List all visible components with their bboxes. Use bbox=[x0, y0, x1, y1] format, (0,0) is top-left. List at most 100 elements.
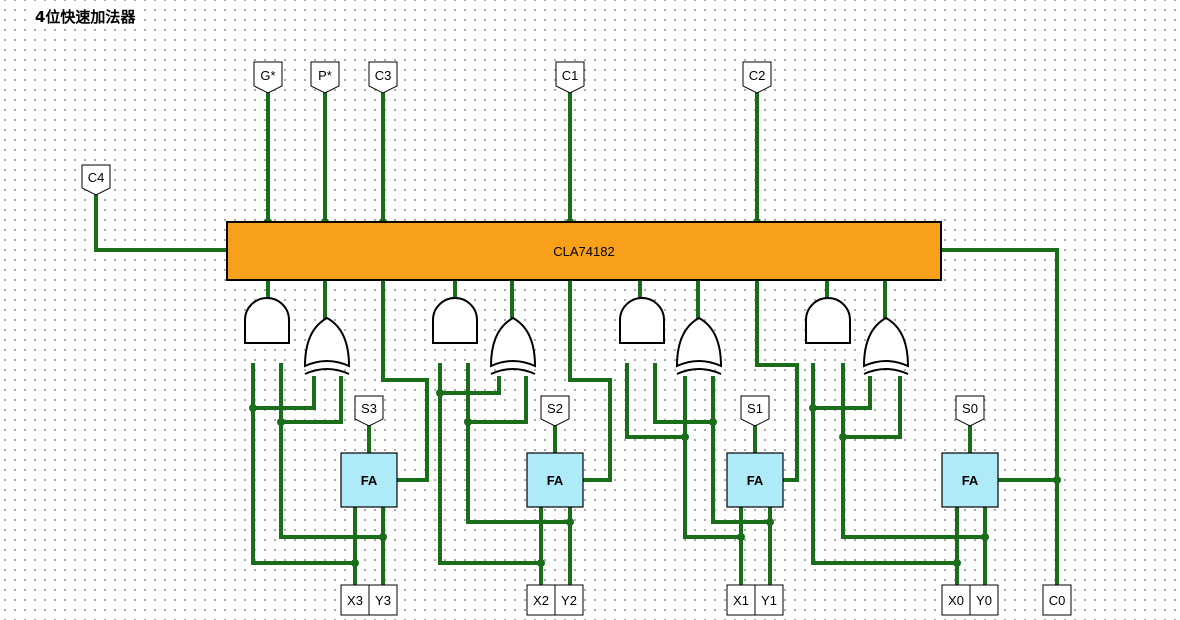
wire-xor2-in-a bbox=[438, 376, 501, 395]
full-adder-label: FA bbox=[547, 473, 564, 488]
pin-x2[interactable]: X2 bbox=[526, 584, 556, 616]
pin-y3[interactable]: Y3 bbox=[368, 584, 398, 616]
junction-dot bbox=[709, 418, 717, 426]
junction-dot bbox=[351, 559, 359, 567]
svg-text:Y0: Y0 bbox=[976, 593, 992, 608]
pin-s3[interactable]: S3 bbox=[354, 395, 384, 427]
pin-s2[interactable]: S2 bbox=[540, 395, 570, 427]
svg-text:C1: C1 bbox=[562, 68, 579, 83]
svg-text:G*: G* bbox=[260, 68, 275, 83]
diagram-title: 4位快速加法器 bbox=[33, 6, 138, 27]
pin-c2[interactable]: C2 bbox=[742, 61, 772, 94]
full-adder-2[interactable]: FA bbox=[526, 452, 584, 508]
wire-c4 bbox=[94, 192, 229, 252]
output-pins: G* P* C3 C1 C2 C4 S3 S2 bbox=[81, 61, 985, 427]
svg-text:P*: P* bbox=[318, 68, 332, 83]
junction-dot bbox=[277, 418, 285, 426]
junction-dot bbox=[981, 533, 989, 541]
svg-text:Y2: Y2 bbox=[561, 593, 577, 608]
pin-s1[interactable]: S1 bbox=[740, 395, 770, 427]
wire-xor0-in-a bbox=[811, 376, 872, 410]
xor-gate-3[interactable] bbox=[303, 316, 351, 375]
pin-s0[interactable]: S0 bbox=[955, 395, 985, 427]
and-gate-2[interactable] bbox=[432, 297, 478, 344]
full-adder-0[interactable]: FA bbox=[941, 452, 999, 508]
pin-p-star[interactable]: P* bbox=[310, 61, 340, 94]
junction-dot bbox=[953, 559, 961, 567]
gates bbox=[244, 297, 910, 375]
svg-text:C0: C0 bbox=[1049, 593, 1066, 608]
and-gate-3[interactable] bbox=[244, 297, 290, 344]
cla-chip-body[interactable] bbox=[226, 221, 942, 281]
full-adder-1[interactable]: FA bbox=[726, 452, 784, 508]
pin-x0[interactable]: X0 bbox=[941, 584, 971, 616]
pin-c1[interactable]: C1 bbox=[555, 61, 585, 94]
svg-text:Y3: Y3 bbox=[375, 593, 391, 608]
wire-c3-fa bbox=[381, 278, 429, 482]
pin-c3[interactable]: C3 bbox=[368, 61, 398, 94]
pin-x3[interactable]: X3 bbox=[340, 584, 370, 616]
junction-dot bbox=[681, 433, 689, 441]
wire-and1-in-b bbox=[653, 363, 772, 587]
svg-text:X1: X1 bbox=[733, 593, 749, 608]
wire-and2-in-a bbox=[438, 363, 543, 587]
full-adders: FA FA FA FA bbox=[340, 452, 999, 508]
cla-chip-label: CLA74182 bbox=[553, 244, 614, 259]
svg-text:C2: C2 bbox=[749, 68, 766, 83]
full-adder-label: FA bbox=[361, 473, 378, 488]
wire-c1-fa bbox=[755, 278, 799, 482]
junction-dot bbox=[566, 518, 574, 526]
wire-and1-in-a bbox=[625, 363, 743, 587]
svg-text:X0: X0 bbox=[948, 593, 964, 608]
junction-dot bbox=[737, 533, 745, 541]
svg-text:Y1: Y1 bbox=[761, 593, 777, 608]
full-adder-label: FA bbox=[747, 473, 764, 488]
wire-xor3-in-b bbox=[279, 376, 343, 424]
svg-text:S2: S2 bbox=[547, 401, 563, 416]
wire-xor2-in-b bbox=[466, 376, 528, 424]
full-adder-3[interactable]: FA bbox=[340, 452, 398, 508]
input-pins: X3 Y3 X2 Y2 X1 Y1 X0 Y0 bbox=[340, 584, 1072, 616]
junction-dot bbox=[1053, 476, 1061, 484]
pin-y0[interactable]: Y0 bbox=[969, 584, 999, 616]
wire-and0-in-b bbox=[841, 363, 987, 587]
wire-c0 bbox=[939, 248, 1059, 587]
svg-text:X3: X3 bbox=[347, 593, 363, 608]
junction-dot bbox=[766, 518, 774, 526]
and-gate-1[interactable] bbox=[619, 297, 665, 344]
junction-dot bbox=[537, 559, 545, 567]
svg-text:S1: S1 bbox=[747, 401, 763, 416]
and-gate-0[interactable] bbox=[805, 297, 851, 344]
pin-c0[interactable]: C0 bbox=[1042, 584, 1072, 616]
wire-xor3-in-a bbox=[251, 376, 316, 410]
svg-text:X2: X2 bbox=[533, 593, 549, 608]
pin-g-star[interactable]: G* bbox=[253, 61, 283, 94]
wire-and2-in-b bbox=[466, 363, 572, 587]
full-adder-label: FA bbox=[962, 473, 979, 488]
junction-dot bbox=[436, 389, 444, 397]
junction-dot bbox=[379, 533, 387, 541]
pin-c4[interactable]: C4 bbox=[81, 164, 111, 196]
pin-x1[interactable]: X1 bbox=[726, 584, 756, 616]
wire-and3-in-b bbox=[279, 363, 385, 587]
svg-text:S0: S0 bbox=[962, 401, 978, 416]
junction-dot bbox=[464, 418, 472, 426]
xor-gate-0[interactable] bbox=[862, 316, 910, 375]
wire-xor0-in-b bbox=[841, 376, 902, 439]
xor-gate-2[interactable] bbox=[489, 316, 537, 375]
pin-y2[interactable]: Y2 bbox=[554, 584, 584, 616]
junction-dot bbox=[809, 404, 817, 412]
wires bbox=[94, 90, 1059, 587]
junction-dot bbox=[839, 433, 847, 441]
svg-text:C3: C3 bbox=[375, 68, 392, 83]
wire-and3-in-a bbox=[251, 363, 357, 587]
svg-text:S3: S3 bbox=[361, 401, 377, 416]
xor-gate-1[interactable] bbox=[675, 316, 723, 375]
pin-y1[interactable]: Y1 bbox=[754, 584, 784, 616]
wire-and0-in-a bbox=[811, 363, 959, 587]
wire-c2-fa bbox=[568, 278, 612, 482]
cla-chip[interactable]: CLA74182 bbox=[226, 221, 942, 281]
svg-text:C4: C4 bbox=[88, 170, 105, 185]
junction-dot bbox=[249, 404, 257, 412]
